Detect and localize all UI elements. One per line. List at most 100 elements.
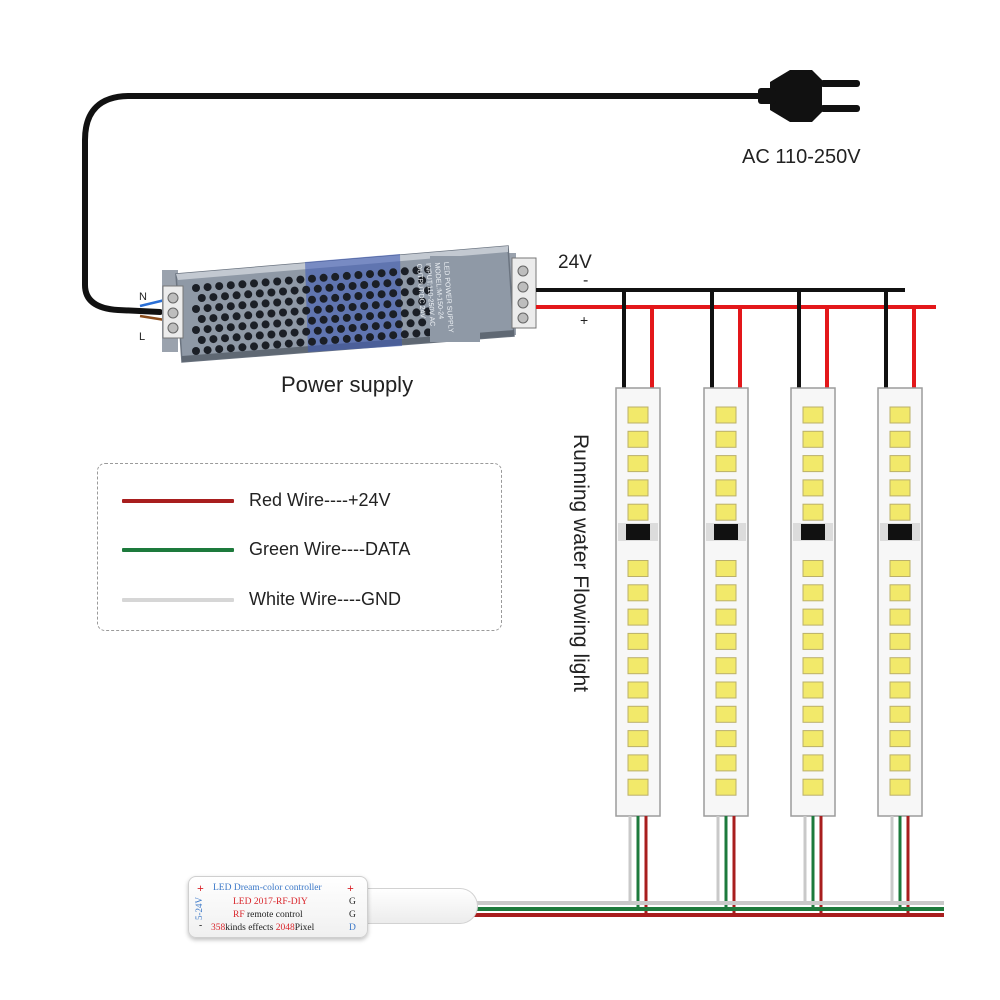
vent-hole	[395, 299, 403, 308]
legend-red-text: Red Wire----+24V	[249, 490, 391, 510]
led-chip	[715, 705, 737, 723]
vent-hole	[261, 341, 270, 350]
led-chip	[802, 730, 824, 748]
ac-wire-brown	[139, 314, 166, 322]
vent-hole	[418, 297, 427, 306]
vent-hole	[226, 302, 235, 311]
vent-hole	[325, 283, 334, 292]
led-chip	[715, 584, 737, 602]
vent-hole	[348, 303, 357, 311]
led-chip	[627, 754, 649, 772]
vent-hole	[273, 319, 282, 328]
led-chip	[802, 584, 824, 602]
vent-hole	[284, 276, 293, 285]
vent-hole	[371, 322, 380, 331]
led-strip-2	[703, 290, 749, 915]
vent-hole	[209, 335, 218, 344]
vent-hole	[418, 318, 427, 327]
vent-hole	[192, 347, 200, 355]
vent-hole	[360, 302, 369, 310]
controller-remote-text: remote control	[244, 910, 303, 920]
led-chip	[627, 632, 649, 650]
vent-hole	[377, 269, 386, 278]
led-chip	[715, 730, 737, 748]
vent-hole	[279, 287, 287, 296]
vent-hole	[250, 342, 258, 351]
strip-caption: Running water Flowing light	[569, 434, 592, 692]
vent-hole	[308, 316, 316, 325]
strip-body	[615, 387, 661, 817]
led-chip	[802, 479, 824, 497]
vent-hole	[296, 296, 305, 305]
vent-hole	[400, 330, 409, 339]
led-chip	[802, 560, 824, 577]
strip-body	[790, 387, 836, 817]
vent-hole	[342, 271, 351, 280]
vent-hole	[366, 333, 374, 342]
vent-hole	[197, 315, 206, 323]
strip-ic-chip	[714, 524, 738, 540]
led-chip	[715, 754, 737, 772]
controller-minus-left: -	[199, 921, 203, 931]
led-chip	[715, 657, 737, 675]
vent-hole	[250, 300, 258, 309]
vent-hole	[377, 332, 386, 341]
vent-hole	[400, 267, 409, 276]
led-chip	[627, 479, 649, 497]
led-chip	[627, 730, 649, 748]
vent-hole	[232, 312, 241, 321]
vent-hole	[412, 287, 421, 296]
vent-hole	[366, 312, 374, 321]
controller-effects-text: kinds effects	[225, 923, 276, 933]
controller-model: LED 2017-RF-DIY	[233, 897, 308, 907]
vent-hole	[389, 268, 398, 277]
vent-hole	[319, 294, 328, 303]
vent-hole	[360, 323, 369, 331]
vent-hole	[255, 331, 264, 340]
vent-hole	[348, 324, 357, 332]
vent-hole	[267, 309, 276, 318]
vent-hole	[203, 325, 212, 334]
led-strips	[615, 290, 923, 915]
vent-hole	[238, 301, 247, 310]
vent-hole	[296, 275, 305, 284]
legend-green-text: Green Wire----DATA	[249, 539, 411, 559]
vent-hole	[325, 325, 334, 334]
led-strip-1	[615, 290, 661, 915]
led-chip	[802, 754, 824, 772]
vent-hole	[226, 281, 235, 290]
terminal-l-label: L	[139, 331, 146, 343]
led-chip	[627, 608, 649, 626]
led-chip	[889, 754, 911, 772]
vent-hole	[238, 280, 247, 289]
led-chip	[627, 560, 649, 577]
vent-hole	[308, 337, 316, 346]
vent-hole	[400, 288, 409, 297]
controller-pixel-text: Pixel	[294, 923, 315, 933]
vent-hole	[319, 273, 328, 282]
vent-hole	[308, 274, 316, 283]
vent-hole	[302, 306, 311, 315]
vent-hole	[203, 283, 212, 292]
strip-body	[703, 387, 749, 817]
vent-hole	[337, 303, 345, 312]
led-chip	[627, 778, 649, 796]
led-chip	[802, 705, 824, 723]
controller-voltage: 5-24V	[194, 897, 204, 920]
vent-hole	[383, 279, 392, 288]
vent-hole	[354, 334, 363, 342]
led-chip	[802, 455, 824, 473]
ac-plug-icon	[758, 70, 860, 122]
terminal-n-label: N	[139, 291, 147, 303]
legend-white-line	[122, 598, 234, 602]
vent-hole	[400, 309, 409, 318]
vent-hole	[325, 304, 334, 313]
vent-hole	[250, 279, 258, 288]
vent-hole	[284, 339, 293, 348]
strip-ic-chip	[801, 524, 825, 540]
vent-hole	[348, 282, 357, 290]
led-chip	[715, 608, 737, 626]
led-chip	[715, 430, 737, 448]
